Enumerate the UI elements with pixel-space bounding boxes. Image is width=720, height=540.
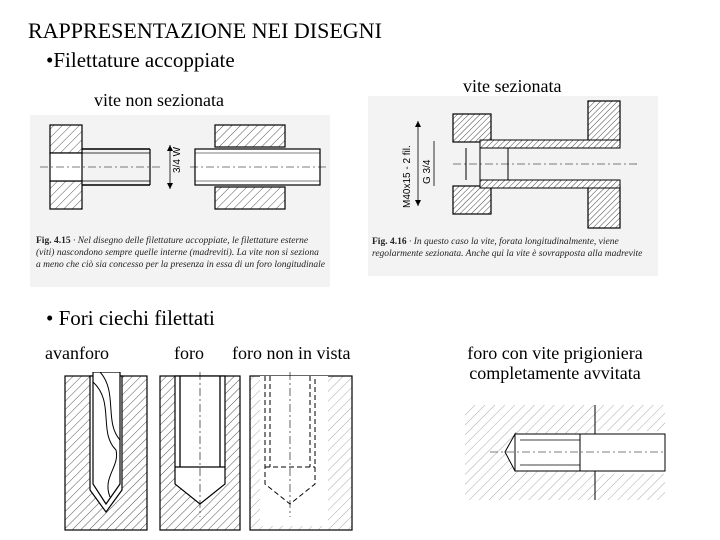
bullet-fori-ciechi: • Fori ciechi filettati [46, 306, 215, 330]
dim-label-g34: G 3/4 [422, 159, 433, 184]
caption-fig-4-15: Fig. 4.15 · Nel disegno delle filettatur… [36, 235, 326, 271]
dim-label-m40: M40x15 - 2 fil. [402, 145, 413, 208]
label-prigioniera-line-2: completamente avvitata [469, 363, 641, 383]
prigioniera-drawing [465, 405, 666, 500]
label-prigioniera-line-1: foro con vite prigioniera [467, 343, 643, 363]
label-prigioniera: foro con vite prigioniera completamente … [440, 343, 670, 383]
foro-drawing [159, 372, 241, 531]
caption-fig-4-15-number: Fig. 4.15 [36, 236, 71, 246]
label-foro: foro [174, 343, 204, 363]
label-foro-non-in-vista: foro non in vista [232, 343, 351, 363]
caption-fig-4-15-text: · Nel disegno delle filettature accoppia… [36, 236, 326, 270]
label-vite-sezionata: vite sezionata [463, 76, 562, 96]
figure-4-16-drawing: M40x15 - 2 fil. G 3/4 [402, 100, 638, 229]
bullet-filettature-accoppiate: •Filettature accoppiate [46, 48, 235, 72]
dim-label-3-4-w: 3/4 W [172, 146, 183, 173]
blind-holes-drawing [64, 372, 353, 531]
label-avanforo: avanforo [45, 343, 109, 363]
page-title: RAPPRESENTAZIONE NEI DISEGNI [28, 18, 382, 43]
avanforo-drawing [64, 372, 148, 531]
caption-fig-4-16-number: Fig. 4.16 [372, 237, 407, 247]
caption-fig-4-16: Fig. 4.16 · In questo caso la vite, fora… [372, 236, 658, 260]
label-vite-non-sezionata: vite non sezionata [94, 90, 224, 110]
foro-non-in-vista-drawing [249, 372, 353, 531]
caption-fig-4-16-text: · In questo caso la vite, forata longitu… [372, 237, 643, 259]
figure-4-15-drawing: 3/4 W [40, 124, 328, 210]
